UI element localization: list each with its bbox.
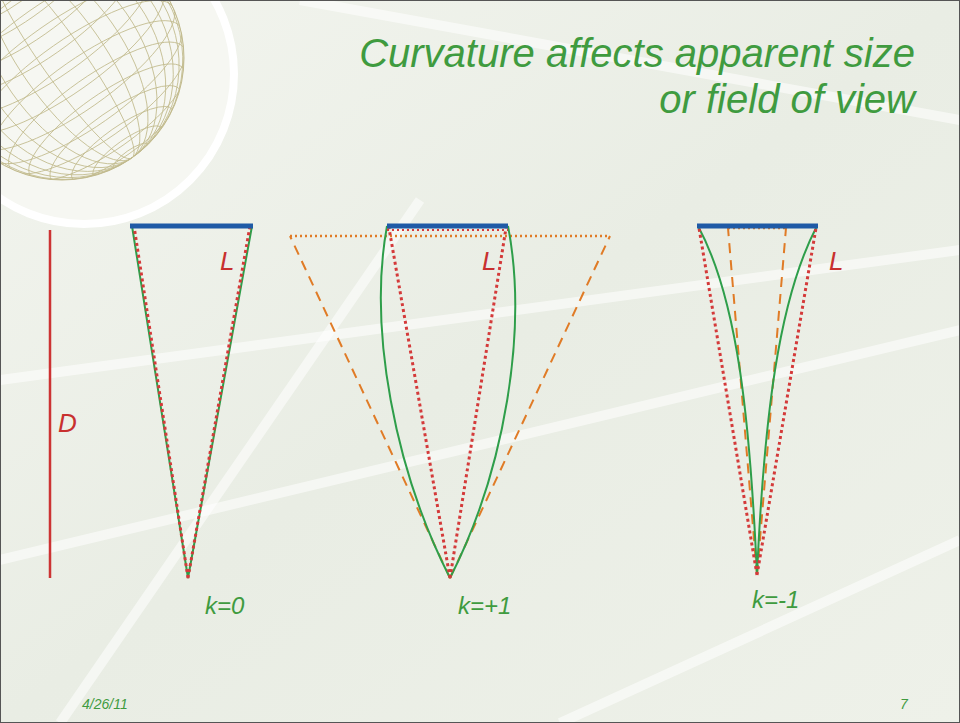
- globe-mesh: [0, 0, 232, 228]
- globe-halo: [0, 0, 234, 224]
- open-diagram: [697, 226, 818, 575]
- globe-meridian: [0, 0, 196, 203]
- globe-parallel: [110, 139, 152, 174]
- object-bar: [130, 224, 253, 229]
- globe-meridian: [0, 0, 209, 212]
- globe-meridian: [0, 0, 230, 227]
- globe-meridian: [0, 0, 226, 224]
- slide-title: Curvature affects apparent size or field…: [335, 30, 915, 122]
- apparent-size: [290, 235, 610, 238]
- straight-ray: [134, 226, 250, 578]
- globe-parallel: [0, 0, 110, 70]
- globe-parallel: [0, 0, 183, 158]
- curvature-label: k=+1: [458, 592, 511, 620]
- page-number: 7: [900, 696, 908, 712]
- apparent-ray: [290, 236, 610, 578]
- globe-parallel: [0, 0, 193, 174]
- globe-parallel: [0, 0, 169, 139]
- length-label: L: [482, 246, 496, 277]
- distance-line: [49, 230, 52, 578]
- globe-parallel: [86, 118, 169, 186]
- globe-meridian: [0, 0, 219, 219]
- curvature-label: k=-1: [752, 586, 799, 614]
- streak: [0, 330, 960, 560]
- distance-label: D: [58, 408, 77, 439]
- streak: [560, 540, 960, 723]
- globe-parallel: [62, 95, 183, 195]
- globe-parallel: [14, 46, 199, 199]
- globe-meridian: [0, 0, 232, 228]
- straight-ray: [389, 228, 506, 578]
- closed-diagram: [290, 226, 610, 578]
- light-ray: [132, 226, 252, 578]
- length-label: L: [829, 246, 843, 277]
- apparent-ray: [728, 228, 786, 575]
- object-bar: [387, 224, 508, 229]
- date-footer: 4/26/11: [82, 696, 128, 712]
- object-bar: [697, 224, 818, 229]
- light-ray: [381, 226, 515, 578]
- length-label: L: [220, 246, 234, 277]
- straight-ray: [699, 228, 816, 575]
- streak: [60, 200, 420, 723]
- globe-outline: [0, 0, 184, 180]
- flat-diagram: [130, 226, 253, 578]
- curvature-label: k=0: [205, 592, 244, 620]
- light-ray: [698, 226, 817, 575]
- globe-parallel: [0, 0, 132, 95]
- apparent-size: [387, 229, 508, 231]
- globe-parallel: [0, 21, 202, 194]
